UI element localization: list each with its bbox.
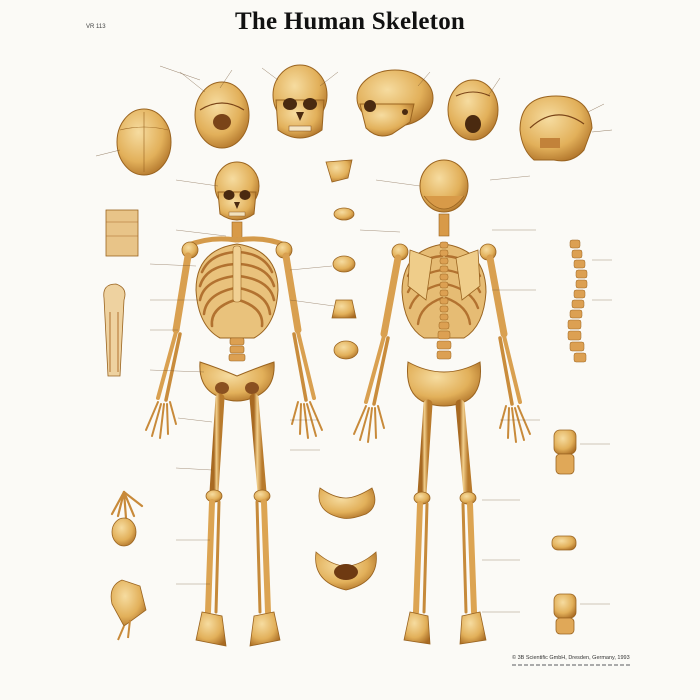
skull-leader-lines	[95, 65, 613, 157]
spine-side-view	[567, 239, 588, 363]
skull-top-view	[116, 108, 172, 176]
skeleton-anterior-view	[145, 161, 323, 647]
femur-section-detail	[103, 283, 126, 377]
vertebra-details	[325, 159, 359, 360]
small-print	[512, 664, 632, 666]
skull-side-view	[356, 69, 434, 137]
skeleton-posterior-view	[353, 159, 531, 645]
skull-base-inner-view	[194, 81, 250, 149]
skull-front-view	[272, 64, 328, 139]
chart-code: VR 113	[86, 24, 106, 30]
label-leader-lines	[149, 175, 612, 613]
knee-detail	[551, 429, 577, 635]
publisher-credit: © 3B Scientific GmbH, Dresden, Germany, …	[512, 655, 630, 661]
pelvis-details	[315, 487, 377, 591]
skull-sagittal-section	[519, 95, 593, 162]
skull-base-external-view	[447, 79, 499, 141]
hand-detail	[110, 490, 144, 547]
foot-detail	[110, 579, 147, 641]
bone-section-detail	[105, 209, 139, 257]
poster-title: The Human Skeleton	[234, 8, 466, 35]
